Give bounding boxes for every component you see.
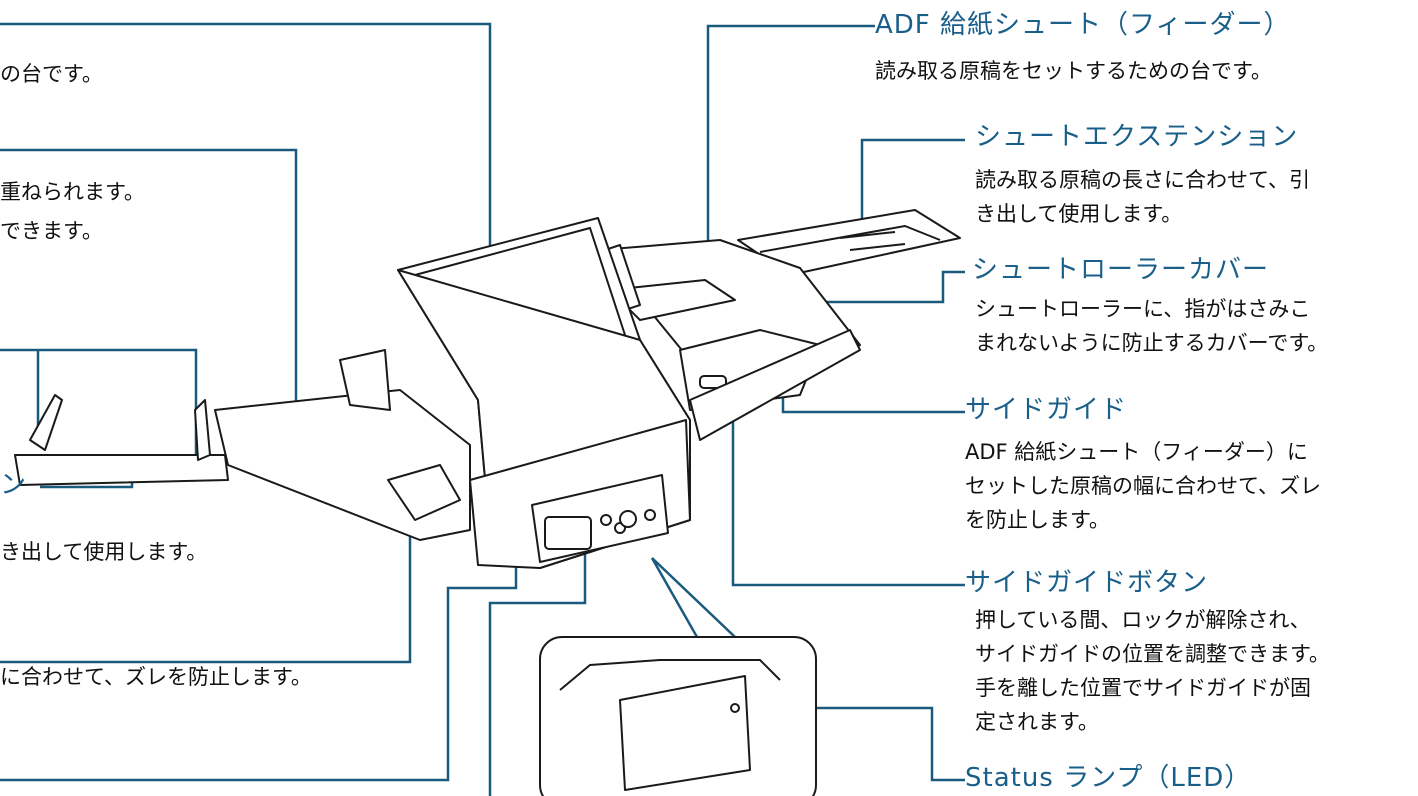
stacker-stopper xyxy=(339,349,391,411)
panel-button-start xyxy=(619,510,637,528)
panel-button-1 xyxy=(600,514,612,526)
left-fragment-6: に合わせて、ズレを防止します。 xyxy=(0,665,312,689)
leader-line-callout-2 xyxy=(651,557,736,638)
label-title-adf-chute: ADF 給紙シュート（フィーダー） xyxy=(875,10,1291,40)
desc-line: シュートローラーに、指がはさみこ xyxy=(975,297,1311,321)
leader-line-top-cover xyxy=(0,22,492,298)
desc-line: を防止します。 xyxy=(965,508,1110,532)
leader-line-status-lamp xyxy=(742,706,965,782)
label-desc-side-guide-button: 押している間、ロックが解除され、 サイドガイドの位置を調整できます。 手を離した… xyxy=(975,603,1330,739)
chute-extension-groove-1 xyxy=(839,231,896,239)
stacker-tray xyxy=(214,389,471,541)
leader-line-operator-panel xyxy=(488,554,587,796)
desc-line: ADF 給紙シュート（フィーダー）に xyxy=(965,440,1308,464)
desc-line: 定されます。 xyxy=(975,710,1099,734)
desc-line: セットした原稿の幅に合わせて、ズレ xyxy=(965,474,1321,498)
desc-line: サイドガイドの位置を調整できます。 xyxy=(975,642,1330,666)
leader-line-callout-1 xyxy=(650,557,699,638)
leader-line-stacker xyxy=(0,148,298,412)
desc-line: まれないように防止するカバーです。 xyxy=(975,331,1329,355)
label-desc-chute-extension: 読み取る原稿の長さに合わせて、引 き出して使用します。 xyxy=(975,163,1310,231)
stacker-side-guide xyxy=(387,464,461,521)
left-fragment-2: 重ねられます。 xyxy=(0,180,145,204)
left-fragment-3: できます。 xyxy=(0,219,103,243)
scanner-body-group xyxy=(14,209,961,796)
label-title-side-guide: サイドガイド xyxy=(965,395,1128,425)
callout-panel-front xyxy=(619,675,751,791)
leader-line-adf-chute xyxy=(706,24,875,245)
status-lamp-led xyxy=(730,703,740,713)
chute-extension-detail xyxy=(759,225,941,253)
desc-line: 手を離した位置でサイドガイドが固 xyxy=(975,676,1311,700)
leader-line-stacker-side-guide xyxy=(0,530,412,664)
lcd-screen xyxy=(544,516,592,550)
stacker-extension xyxy=(14,454,229,486)
label-desc-adf-chute: 読み取る原稿をセットするための台です。 xyxy=(875,54,1272,88)
panel-button-power xyxy=(644,509,656,521)
label-title-side-guide-button: サイドガイドボタン xyxy=(965,568,1209,598)
desc-line: き出して使用します。 xyxy=(975,202,1183,226)
label-title-chute-extension: シュートエクステンション xyxy=(975,122,1299,152)
left-fragment-1: の台です。 xyxy=(0,62,103,86)
left-fragment-4: ン xyxy=(0,470,28,500)
label-desc-side-guide: ADF 給紙シュート（フィーダー）に セットした原稿の幅に合わせて、ズレ を防止… xyxy=(965,435,1321,537)
right-base xyxy=(689,329,861,441)
side-guide-button xyxy=(699,375,727,389)
label-title-status-lamp: Status ランプ（LED） xyxy=(965,763,1252,793)
desc-line: 読み取る原稿をセットするための台です。 xyxy=(875,59,1272,83)
callout-detail-line xyxy=(559,659,781,691)
desc-line: 押している間、ロックが解除され、 xyxy=(975,608,1311,632)
left-fragment-5: き出して使用します。 xyxy=(0,540,208,564)
leader-line-chute-extension xyxy=(860,138,965,228)
stacker-guide-right xyxy=(194,399,211,461)
stacker-guide-left xyxy=(29,394,63,451)
label-title-chute-roller-cover: シュートローラーカバー xyxy=(972,255,1270,285)
label-desc-chute-roller-cover: シュートローラーに、指がはさみこ まれないように防止するカバーです。 xyxy=(975,292,1328,360)
chute-extension-groove-2 xyxy=(849,243,906,251)
desc-line: 読み取る原稿の長さに合わせて、引 xyxy=(975,168,1310,192)
leader-line-side-guide-button xyxy=(731,372,965,587)
